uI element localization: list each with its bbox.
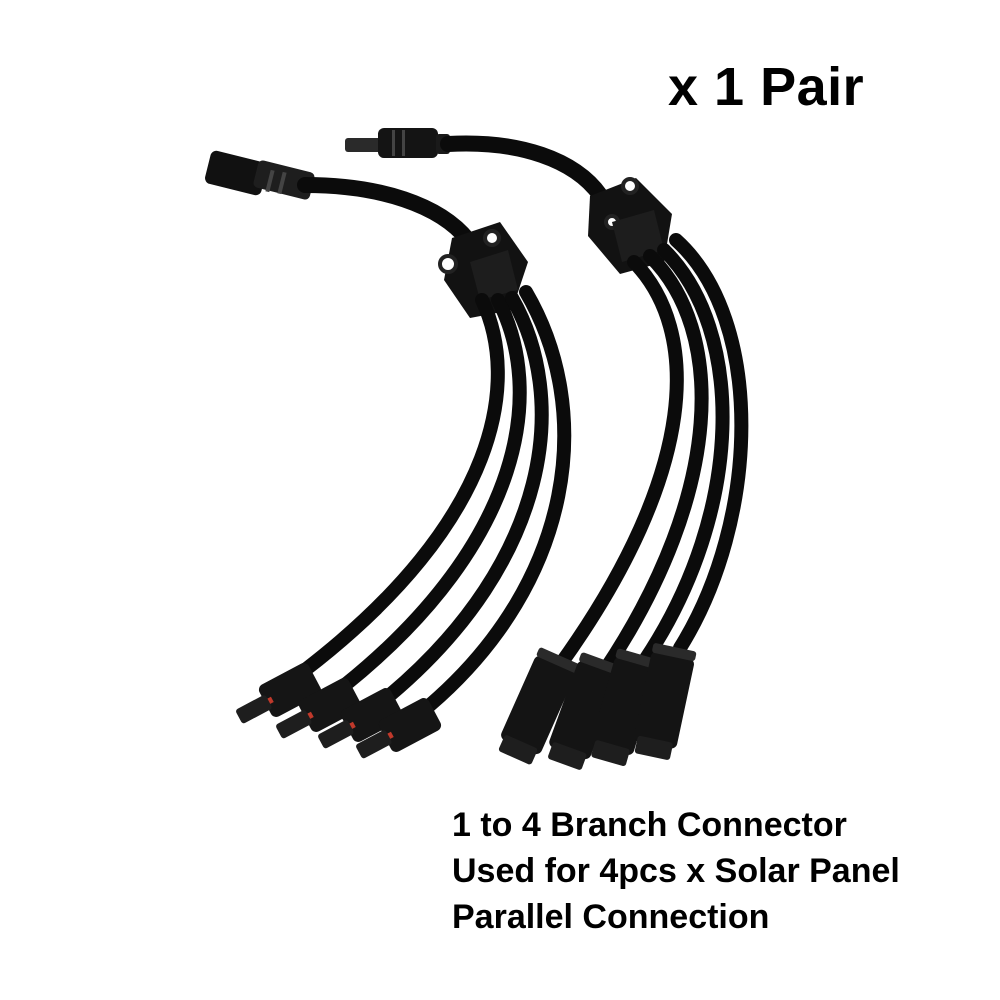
caption-line-2: Used for 4pcs x Solar Panel: [452, 852, 900, 890]
right-branch-cable: [345, 128, 749, 770]
quantity-label: x 1 Pair: [668, 57, 865, 117]
left-input-connector: [205, 150, 315, 200]
left-output-connectors: [236, 663, 442, 759]
caption-line-1: 1 to 4 Branch Connector: [452, 806, 847, 844]
right-input-cable: [440, 135, 608, 203]
left-output-cables: [298, 285, 572, 712]
right-input-connector: [345, 128, 450, 158]
caption-line-3: Parallel Connection: [452, 898, 770, 936]
left-input-cable: [297, 177, 476, 248]
right-output-connectors: [498, 643, 697, 770]
right-output-cables: [553, 233, 749, 677]
product-caption: 1 to 4 Branch Connector Used for 4pcs x …: [452, 802, 900, 940]
left-branch-cable: [205, 150, 572, 759]
